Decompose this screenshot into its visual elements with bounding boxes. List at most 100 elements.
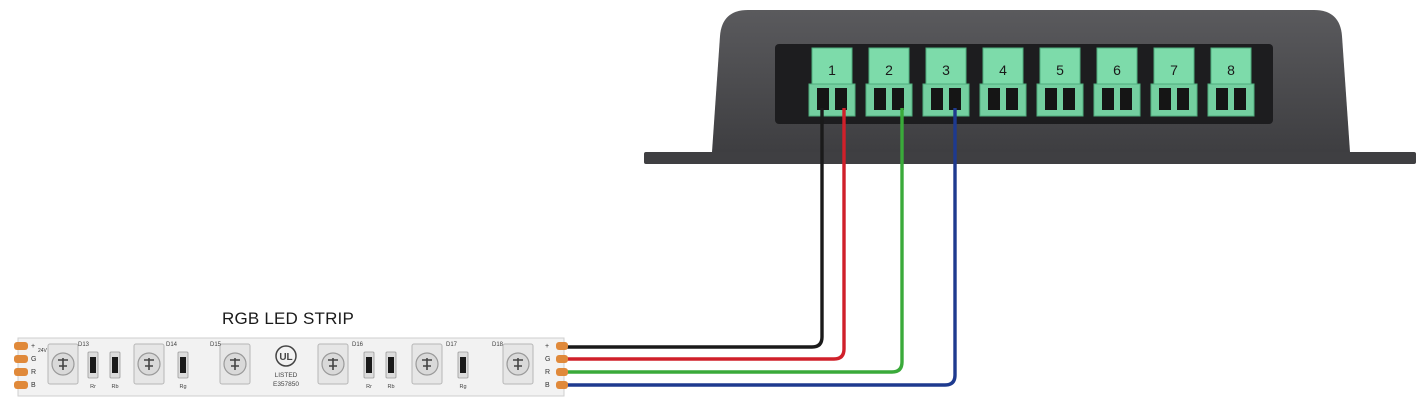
terminal-housing (811, 47, 853, 85)
resistor: Rr (87, 351, 99, 390)
resistor-label: Rr (90, 384, 96, 390)
voltage-mark: 24V (38, 348, 48, 354)
led-package: D16 (317, 342, 364, 385)
ul-number-text: E357850 (273, 381, 299, 388)
solder-pad (14, 368, 28, 376)
channel-label: 4 (999, 62, 1007, 78)
resistor-body (180, 357, 186, 373)
red-wire (566, 108, 846, 361)
terminal-base (865, 83, 913, 117)
terminal-slot (892, 88, 904, 110)
pad-label: + (31, 343, 35, 350)
terminal-base (1036, 83, 1084, 117)
terminal-slot (835, 88, 847, 110)
terminal-block: 4 (979, 47, 1027, 117)
terminal-slot (1045, 88, 1057, 110)
led-strip: + G R B 24V + G R B D13 D14 D15 D16 D17 D18 R… (14, 337, 568, 397)
led-chip (328, 358, 338, 370)
terminal-block: 6 (1093, 47, 1141, 117)
resistor: Rr (363, 351, 375, 390)
channel-label: 5 (1056, 62, 1064, 78)
terminal-slot (1159, 88, 1171, 110)
terminal-base (922, 83, 970, 117)
ul-logo-text: UL (279, 352, 292, 363)
led-package: D14 (133, 342, 178, 385)
led-chip (513, 358, 523, 370)
led-ref-label: D18 (492, 342, 504, 348)
terminal-block: 8 (1207, 47, 1255, 117)
resistor-label: Rr (366, 384, 372, 390)
resistor: Rb (385, 351, 397, 390)
pad-label: G (31, 356, 36, 363)
solder-pad (14, 381, 28, 389)
resistor-label: Rg (459, 384, 466, 390)
blue-wire (566, 108, 957, 387)
pad-label: B (31, 382, 36, 389)
resistor-body (460, 357, 466, 373)
solder-pad (14, 355, 28, 363)
terminal-block: 1 (808, 47, 856, 117)
resistor: Rg (457, 351, 469, 390)
solder-pad (556, 355, 568, 363)
controller-mounting-flange (644, 152, 1416, 164)
terminal-housing (982, 47, 1024, 85)
led-package: D17 (411, 342, 458, 385)
led-package: D13 (47, 342, 90, 385)
resistor-body (366, 357, 372, 373)
left-solder-pads: + G R B 24V (14, 342, 48, 389)
controller-box: 1 2 3 4 5 6 7 8 (644, 10, 1416, 164)
led-ref-label: D16 (352, 342, 364, 348)
terminal-slot (931, 88, 943, 110)
terminal-block: 7 (1150, 47, 1198, 117)
black-wire (566, 108, 824, 349)
terminal-base (1093, 83, 1141, 117)
terminal-housing (1153, 47, 1195, 85)
right-solder-pads: + G R B (545, 342, 568, 389)
strip-title: RGB LED STRIP (222, 309, 355, 328)
resistor-label: Rb (111, 384, 118, 390)
terminal-slot (1006, 88, 1018, 110)
resistor-label: Rb (387, 384, 394, 390)
ul-listing-mark: UL LISTED E357850 (273, 345, 299, 388)
pad-label: G (545, 356, 550, 363)
resistor: Rg (177, 351, 189, 390)
terminal-block: 5 (1036, 47, 1084, 117)
terminal-slot (1216, 88, 1228, 110)
led-row: D13 D14 D15 D16 D17 D18 (47, 342, 534, 385)
terminal-base (979, 83, 1027, 117)
resistor-label: Rg (179, 384, 186, 390)
pad-label: R (31, 369, 36, 376)
channel-label: 3 (942, 62, 950, 78)
led-ref-label: D17 (446, 342, 458, 348)
terminal-block: 2 (865, 47, 913, 117)
channel-label: 6 (1113, 62, 1121, 78)
led-package: D15 (210, 342, 251, 385)
terminal-base (808, 83, 856, 117)
ul-logo (275, 345, 297, 367)
solder-pad (556, 342, 568, 350)
terminal-slot (988, 88, 1000, 110)
solder-pad (556, 368, 568, 376)
led-chip (144, 358, 154, 370)
terminal-block-row: 1 2 3 4 5 6 7 8 (808, 47, 1255, 117)
pad-label: R (545, 369, 550, 376)
pad-label: B (545, 382, 550, 389)
resistor: Rb (109, 351, 121, 390)
terminal-slot (1234, 88, 1246, 110)
led-chip (230, 358, 240, 370)
channel-label: 7 (1170, 62, 1178, 78)
channel-label: 2 (885, 62, 893, 78)
terminal-base (1207, 83, 1255, 117)
resistor-body (90, 357, 96, 373)
ul-listed-text: LISTED (275, 372, 298, 379)
terminal-block: 3 (922, 47, 970, 117)
terminal-slot (1120, 88, 1132, 110)
led-ref-label: D13 (78, 342, 90, 348)
solder-pad (556, 381, 568, 389)
terminal-slot (1177, 88, 1189, 110)
terminal-slot (1102, 88, 1114, 110)
solder-pad (14, 342, 28, 350)
terminal-slot (1063, 88, 1075, 110)
terminal-slot (949, 88, 961, 110)
